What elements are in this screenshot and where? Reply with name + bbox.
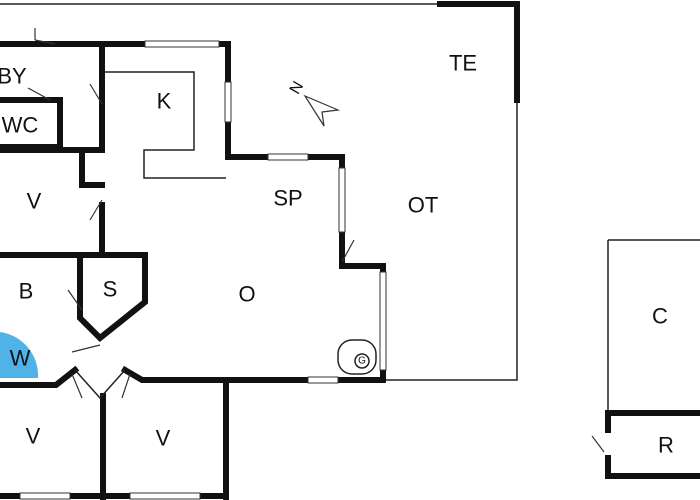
door-swing (71, 373, 83, 399)
terrace-wall (437, 1, 520, 103)
door-swing (341, 239, 355, 263)
door-swing (89, 199, 103, 221)
hall-wall-left (0, 365, 229, 388)
room-label-ot: OT (408, 193, 439, 218)
room-label-c: C (652, 304, 668, 329)
door-swing (34, 28, 56, 45)
room-label-v: V (27, 189, 42, 214)
door-swing (89, 83, 103, 105)
hall-lobby (74, 369, 126, 400)
room-label-r: R (658, 433, 674, 458)
room-label-by: BY (0, 64, 27, 89)
room-label-o: O (238, 282, 255, 307)
room-label-v: V (26, 424, 41, 449)
annex-outline (607, 239, 700, 410)
room-label-s: S (103, 277, 118, 302)
room-label-te: TE (449, 51, 477, 76)
door-swing (67, 289, 83, 311)
door-swing (121, 373, 131, 399)
door-swing (71, 344, 101, 353)
window (379, 271, 387, 371)
stove-label: G (358, 356, 366, 367)
window (19, 492, 71, 500)
door-swing (591, 435, 605, 453)
room-label-b: B (19, 279, 34, 304)
room-label-sp: SP (273, 186, 302, 211)
window (267, 153, 309, 161)
window (338, 167, 346, 233)
kitchen-counter (105, 71, 226, 179)
window (224, 81, 232, 123)
window (144, 40, 220, 48)
room-label-w: W (10, 346, 31, 371)
room-label-v: V (156, 426, 171, 451)
stove (337, 339, 377, 375)
stove-ring (354, 353, 370, 369)
terrace-outline (0, 3, 518, 381)
whirlpool (0, 332, 39, 378)
door-swing (27, 87, 51, 101)
room-label-wc: WC (2, 113, 39, 138)
room-label-k: K (157, 89, 172, 114)
window (307, 376, 339, 384)
window (129, 492, 201, 500)
compass-arrow-icon (303, 94, 341, 127)
bedroom1-wall (79, 147, 105, 255)
annex-wall (605, 410, 700, 479)
compass-label: N (287, 79, 308, 98)
